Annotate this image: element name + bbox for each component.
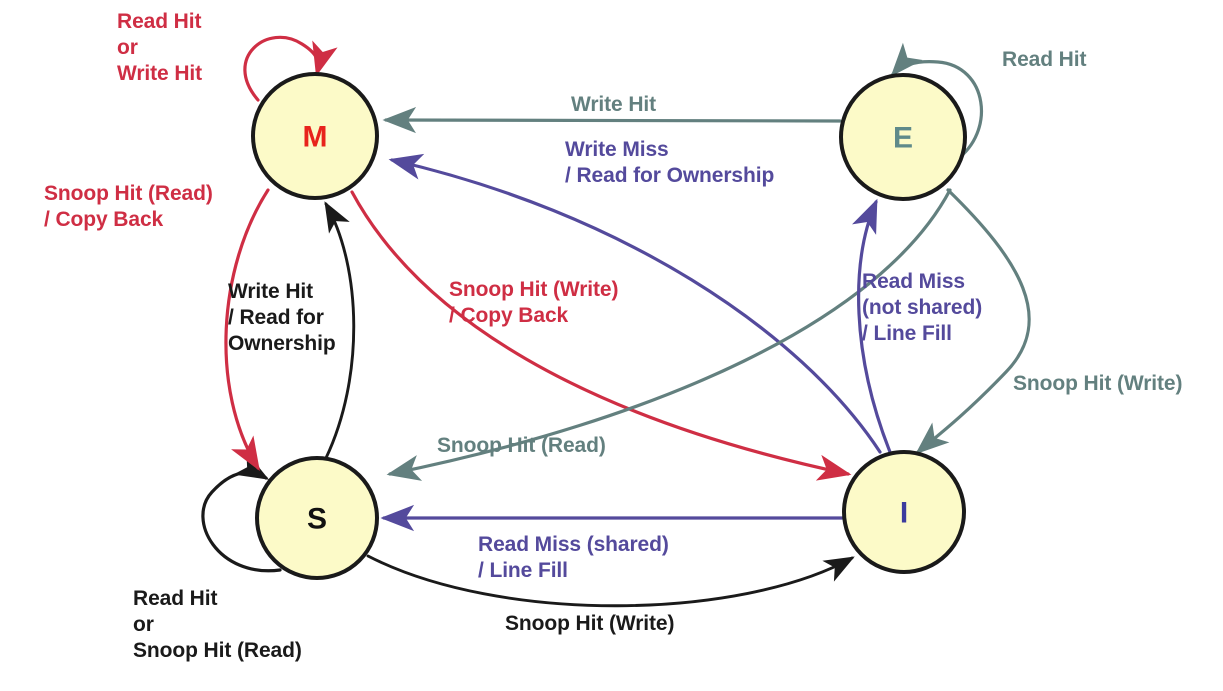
- label-e-self-line1: Read Hit: [1002, 48, 1087, 71]
- edge-s-self-loop: [201, 451, 282, 573]
- node-s-circle: [255, 456, 379, 580]
- label-i-to-m-line2: / Read for Ownership: [565, 164, 775, 187]
- node-s[interactable]: S: [255, 456, 379, 580]
- node-e[interactable]: E: [839, 73, 967, 201]
- label-s-to-i-line1: Snoop Hit (Write): [505, 612, 675, 635]
- edge-i-to-e: [852, 198, 892, 454]
- edge-e-to-m: [382, 106, 842, 134]
- node-m-circle: [251, 72, 379, 200]
- label-i-to-m-line1: Write Miss: [565, 138, 669, 161]
- edge-e-to-s: [386, 188, 952, 481]
- label-i-to-e-line1: Read Miss: [862, 270, 965, 293]
- label-m-self-line2: or: [117, 36, 138, 59]
- edge-m-to-i: [350, 190, 852, 481]
- edge-m-to-s: [224, 188, 270, 471]
- node-m-label: M: [303, 121, 328, 154]
- node-i[interactable]: I: [842, 450, 966, 574]
- label-m-to-i-line1: Snoop Hit (Write): [449, 278, 619, 301]
- label-i-to-e-line3: / Line Fill: [862, 322, 952, 345]
- edge-e-self-loop: [890, 42, 983, 162]
- edge-s-to-m: [324, 201, 356, 460]
- label-e-to-s-line1: Snoop Hit (Read): [437, 434, 606, 457]
- label-i-to-e-line2: (not shared): [862, 296, 983, 319]
- label-m-self-line1: Read Hit: [117, 10, 202, 33]
- label-s-self-line1: Read Hit: [133, 587, 218, 610]
- edge-m-self-loop: [243, 35, 338, 102]
- edge-i-to-m: [388, 153, 882, 454]
- label-m-to-s-line2: / Copy Back: [44, 208, 164, 231]
- label-s-to-m-line2: / Read for: [228, 306, 324, 329]
- edge-e-to-i: [915, 188, 1031, 455]
- label-s-self-line3: Snoop Hit (Read): [133, 639, 302, 662]
- node-e-circle: [839, 73, 967, 201]
- label-m-to-i-line2: / Copy Back: [449, 304, 569, 327]
- label-m-self-line3: Write Hit: [117, 62, 203, 85]
- node-e-label: E: [893, 122, 913, 155]
- label-e-to-m-line1: Write Hit: [571, 93, 657, 116]
- edge-s-to-i: [366, 554, 855, 608]
- node-i-label: I: [900, 497, 908, 530]
- node-s-label: S: [307, 503, 327, 536]
- node-m[interactable]: M: [251, 72, 379, 200]
- label-i-to-s-line2: / Line Fill: [478, 559, 568, 582]
- label-e-to-i-line1: Snoop Hit (Write): [1013, 372, 1183, 395]
- node-i-circle: [842, 450, 966, 574]
- label-s-to-m-line3: Ownership: [228, 332, 336, 355]
- label-m-to-s-line1: Snoop Hit (Read): [44, 182, 213, 205]
- label-i-to-s-line1: Read Miss (shared): [478, 533, 669, 556]
- label-s-to-m-line1: Write Hit: [228, 280, 314, 303]
- label-s-self-line2: or: [133, 613, 154, 636]
